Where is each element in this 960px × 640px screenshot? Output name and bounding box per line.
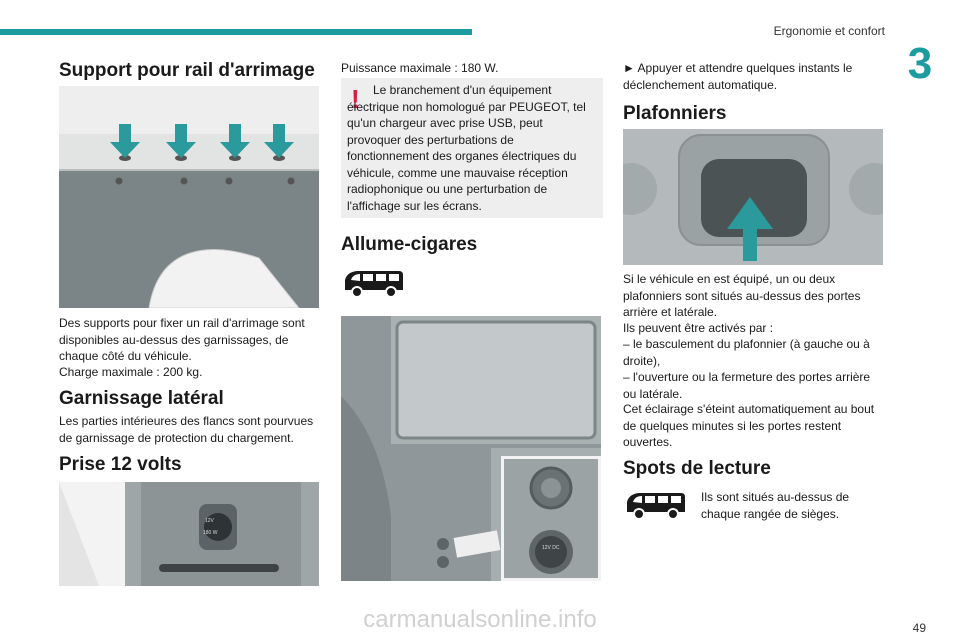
footer-watermark: carmanualsonline.info: [363, 606, 597, 633]
activation-item-tilt: – le basculement du plafonnier (à gauche…: [623, 337, 870, 368]
ceiling-light-illustration: [623, 129, 883, 265]
section-title: Ergonomie et confort: [773, 24, 885, 38]
warning-icon: !: [351, 84, 360, 114]
arrow-up-icon: [727, 197, 773, 261]
van-icon: [623, 490, 689, 522]
heading-reading-lights: Spots de lecture: [623, 458, 771, 479]
activation-intro: Ils peuvent être activés par :: [623, 321, 774, 335]
warning-text: Le branchement d'un équipement électriqu…: [347, 83, 586, 213]
instruction-bullet: ► Appuyer et attendre quelques instants …: [623, 61, 853, 92]
side-trim-description: Les parties intérieures des flancs sont …: [59, 414, 314, 445]
heading-ceiling-lights: Plafonniers: [623, 103, 727, 124]
activation-item-doors: – l'ouverture ou la fermeture des portes…: [623, 370, 871, 401]
socket-label-top: 12V: [205, 518, 214, 524]
page-number: 49: [912, 621, 926, 635]
figure-rail-supports: [59, 86, 319, 308]
lighter-socket-label: 12V DC: [542, 545, 560, 551]
max-power-text: Puissance maximale : 180 W.: [341, 61, 499, 75]
heading-tie-down-rail: Support pour rail d'arrimage: [59, 60, 315, 81]
max-load-text: Charge maximale : 200 kg.: [59, 365, 203, 379]
socket-label-bottom: 180 W: [203, 530, 218, 536]
lighter-illustration: [341, 316, 601, 581]
heading-cigarette-lighter: Allume-cigares: [341, 234, 478, 255]
header-accent-bar: [0, 29, 472, 35]
figure-ceiling-light: [623, 129, 883, 265]
heading-12v-socket: Prise 12 volts: [59, 454, 182, 475]
socket-illustration: [59, 482, 319, 586]
chapter-number: 3: [907, 39, 933, 88]
warning-box: ! Le branchement d'un équipement électri…: [341, 78, 603, 218]
arrow-down-icon: [110, 124, 294, 158]
figure-cigarette-lighter: 12V DC: [341, 316, 601, 581]
figure-12v-socket: 12V 180 W: [59, 482, 319, 586]
heading-side-trim: Garnissage latéral: [59, 388, 224, 409]
van-icon: [341, 268, 407, 300]
rail-supports-illustration: [59, 86, 319, 308]
tie-down-description: Des supports pour fixer un rail d'arrima…: [59, 316, 305, 363]
reading-lights-location: Ils sont situés au-dessus de chaque rang…: [701, 490, 850, 521]
ceiling-lights-location: Si le véhicule en est équipé, un ou deux…: [623, 272, 861, 319]
auto-off-text: Cet éclairage s'éteint automatiquement a…: [623, 402, 875, 449]
